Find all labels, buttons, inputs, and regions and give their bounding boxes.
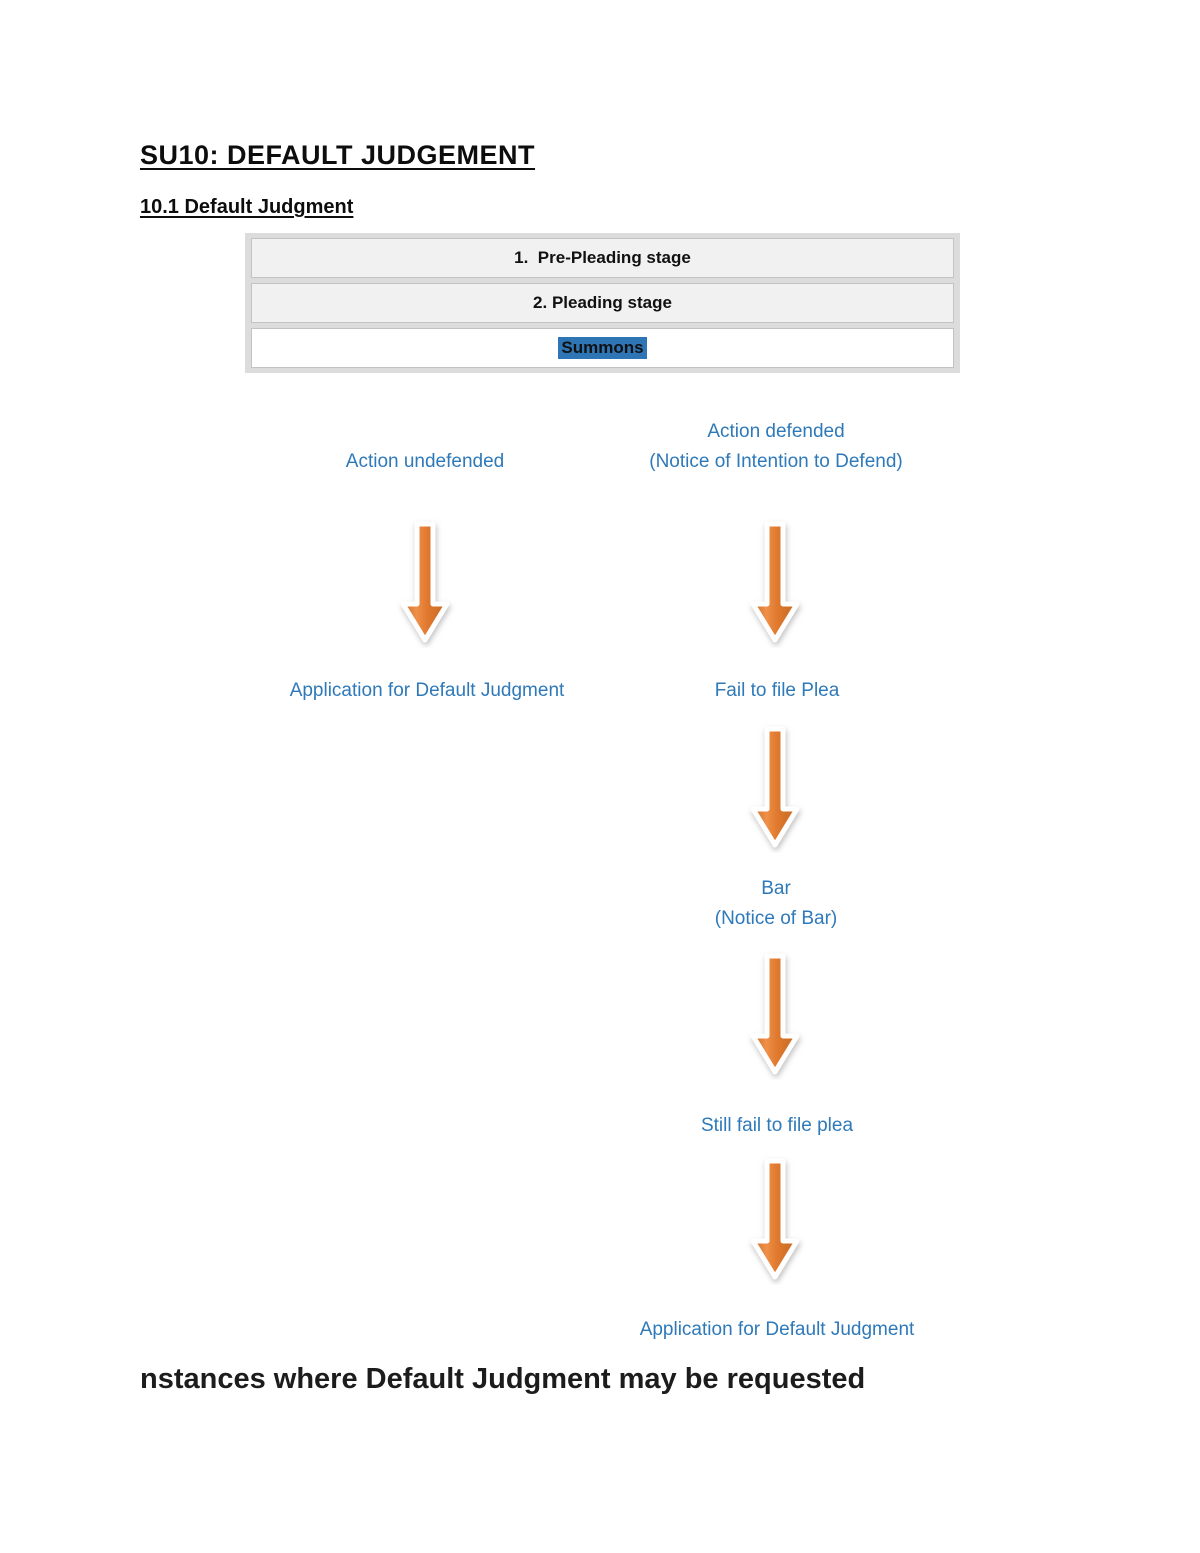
table-row-pleading: 2. Pleading stage	[251, 283, 954, 323]
flow-label-still-fail-to-file-plea: Still fail to file plea	[700, 1115, 854, 1136]
section-heading: 10.1 Default Judgment	[140, 196, 354, 218]
flow-label-action-undefended: Action undefended	[345, 451, 505, 472]
down-arrow-icon	[743, 1155, 807, 1285]
down-arrow-icon	[743, 518, 807, 648]
table-cell-label: 1. Pre-Pleading stage	[514, 248, 691, 267]
flow-label-fail-to-file-plea: Fail to file Plea	[714, 680, 840, 701]
flow-label-application-default-judgment-right: Application for Default Judgment	[639, 1319, 915, 1340]
down-arrow-icon	[743, 950, 807, 1080]
table-row-pre-pleading: 1. Pre-Pleading stage	[251, 238, 954, 278]
flow-label-line: Action defended	[707, 421, 845, 442]
bottom-heading: nstances where Default Judgment may be r…	[140, 1363, 866, 1395]
flow-label-bar: Bar (Notice of Bar)	[626, 874, 926, 934]
table-row-summons: Summons	[251, 328, 954, 368]
page-title: SU10: DEFAULT JUDGEMENT	[140, 140, 536, 170]
flow-label-line: Bar	[761, 878, 791, 899]
flow-label-action-defended: Action defended (Notice of Intention to …	[596, 417, 956, 477]
flow-label-application-default-judgment-left: Application for Default Judgment	[289, 680, 565, 701]
table-cell-label: 2. Pleading stage	[533, 293, 672, 312]
highlighted-text: Summons	[558, 337, 647, 359]
flow-label-line: (Notice of Intention to Defend)	[649, 451, 903, 472]
down-arrow-icon	[393, 518, 457, 648]
flow-label-line: (Notice of Bar)	[714, 908, 838, 929]
down-arrow-icon	[743, 723, 807, 853]
stage-table: 1. Pre-Pleading stage 2. Pleading stage …	[245, 233, 960, 373]
